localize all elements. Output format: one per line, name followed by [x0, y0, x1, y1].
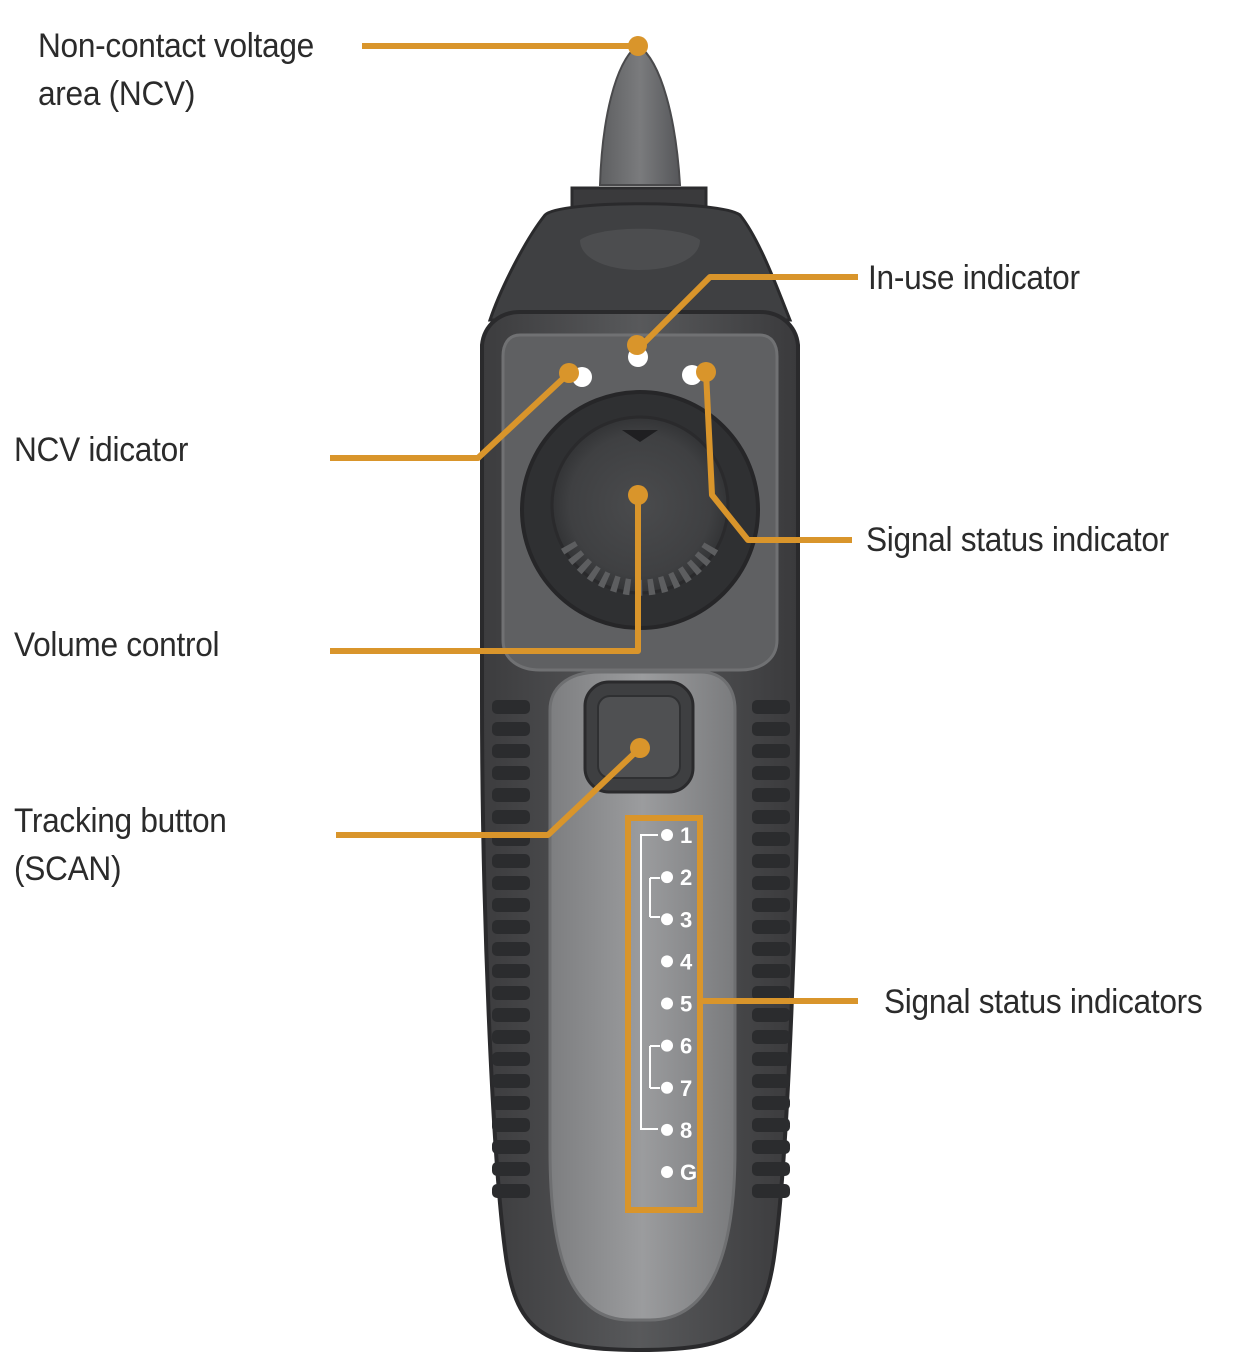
grip-ridge	[492, 1184, 530, 1198]
ladder-led-7	[661, 1081, 673, 1094]
grip-ridge	[752, 986, 790, 1000]
grip-ridge	[752, 744, 790, 758]
grip-ridge	[752, 766, 790, 780]
leader-ncv-indicator	[330, 370, 572, 461]
grip-ridge	[752, 1052, 790, 1066]
dot-ncv-indicator	[559, 363, 579, 383]
grip-ridge	[752, 1184, 790, 1198]
grip-ridge	[752, 1008, 790, 1022]
leader-volume	[330, 495, 641, 654]
ladder-label-3: 3	[680, 907, 692, 932]
grip-ridge	[492, 920, 530, 934]
ladder-label-5: 5	[680, 992, 692, 1017]
label-tracking: Tracking button (SCAN)	[14, 797, 227, 893]
ladder-label-1: 1	[680, 823, 692, 848]
grip-ridges-right	[752, 700, 790, 1198]
grip-ridge	[492, 876, 530, 890]
grip-ridge	[492, 1118, 530, 1132]
label-volume: Volume control	[14, 626, 220, 664]
ladder-led-2	[661, 871, 673, 884]
grip-ridge	[752, 1162, 790, 1176]
grip-ridge	[492, 1030, 530, 1044]
grip-ridge	[752, 788, 790, 802]
leader-tracking	[336, 745, 643, 838]
scan-button[interactable]	[597, 695, 681, 779]
ncv-probe-tip	[598, 43, 682, 186]
grip-ridge	[492, 964, 530, 978]
dot-volume	[628, 485, 648, 505]
dot-in-use	[627, 335, 647, 355]
leader-signal-status	[703, 371, 852, 543]
leader-lines	[330, 43, 858, 1004]
ladder-label-2: 2	[680, 865, 692, 890]
grip-ridge	[492, 942, 530, 956]
grip-ridge	[752, 1030, 790, 1044]
grip-ridge	[492, 1140, 530, 1154]
knob-notch	[622, 430, 658, 442]
grip-ridge	[492, 898, 530, 912]
label-tracking-line2: (SCAN)	[14, 850, 122, 888]
grip-ridge	[752, 964, 790, 978]
ladder-led-8	[661, 1123, 673, 1136]
ladder-led-9	[661, 1166, 673, 1178]
grip-ridge	[492, 1162, 530, 1176]
grip-ridge	[492, 1096, 530, 1110]
ladder-label-7: 7	[680, 1076, 692, 1101]
grip-ridge	[752, 920, 790, 934]
grip-ridge	[492, 810, 530, 824]
signal-led-ladder: 1 2 3 4 5 6 7 8G	[661, 823, 697, 1185]
grip-ridge	[752, 810, 790, 824]
label-ncv-indicator: NCV idicator	[14, 431, 189, 469]
ladder-led-4	[661, 955, 673, 968]
grip-ridge	[752, 1096, 790, 1110]
ladder-led-6	[661, 1039, 673, 1052]
grip-ridge	[492, 700, 530, 714]
grip-ridges-left	[492, 700, 530, 1198]
grip-ridge	[752, 700, 790, 714]
grip-ridge	[752, 942, 790, 956]
grip-ridge	[492, 788, 530, 802]
grip-ridge	[492, 1052, 530, 1066]
grip-ridge	[492, 722, 530, 736]
grip-ridge	[752, 898, 790, 912]
grip-ridge	[752, 876, 790, 890]
head-highlight	[580, 228, 700, 270]
grip-ridge	[492, 744, 530, 758]
dot-tracking	[630, 738, 650, 758]
grip-ridge	[752, 832, 790, 846]
label-ncv-area-line1: Non-contact voltage	[38, 27, 314, 65]
ladder-label-9: G	[680, 1160, 697, 1185]
signal-indicators-highlight	[625, 815, 703, 1213]
label-signal-indicators: Signal status indicators	[884, 983, 1203, 1021]
ladder-led-1	[661, 829, 673, 841]
grip-ridge	[492, 1074, 530, 1088]
leader-dots	[559, 36, 716, 758]
grip-ridge	[752, 1140, 790, 1154]
grip-ridge	[752, 1118, 790, 1132]
grip-ridge	[752, 722, 790, 736]
dot-signal-status	[696, 362, 716, 382]
grip-ridge	[492, 1008, 530, 1022]
ladder-led-3	[661, 913, 673, 926]
grip-ridge	[492, 766, 530, 780]
ladder-label-6: 6	[680, 1034, 692, 1059]
label-ncv-area: Non-contact voltage area (NCV)	[38, 22, 314, 118]
grip-ridge	[492, 854, 530, 868]
label-in-use: In-use indicator	[868, 259, 1080, 297]
ladder-label-4: 4	[680, 949, 693, 974]
ladder-led-5	[661, 997, 673, 1010]
ladder-wiring	[640, 834, 660, 1130]
leader-in-use	[634, 274, 858, 353]
grip-ridge	[752, 1074, 790, 1088]
ladder-label-8: 8	[680, 1118, 692, 1143]
label-signal-status: Signal status indicator	[866, 521, 1169, 559]
grip-ridge	[752, 854, 790, 868]
label-ncv-area-line2: area (NCV)	[38, 75, 196, 113]
dot-ncv-area	[628, 36, 648, 56]
grip-ridge	[492, 986, 530, 1000]
lower-panel	[548, 670, 737, 1322]
label-tracking-line1: Tracking button	[14, 802, 227, 840]
